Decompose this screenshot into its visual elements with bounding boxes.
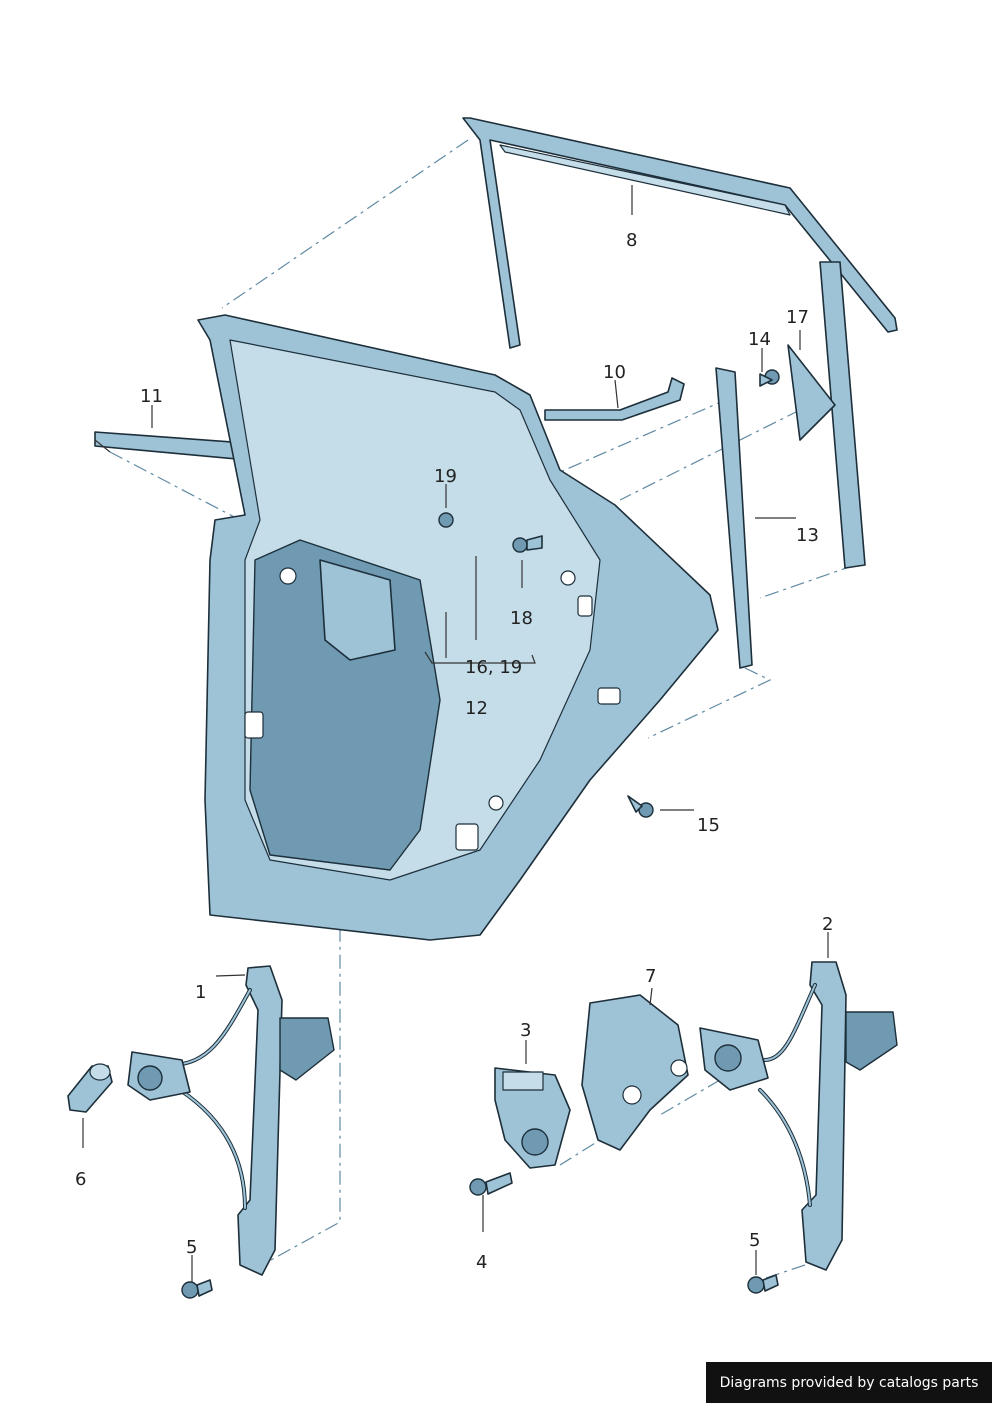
- bolt-5a: [181, 1281, 199, 1299]
- callout-3: 3: [520, 1020, 531, 1041]
- seal-strip: [544, 377, 685, 421]
- bolt-18: [512, 537, 528, 553]
- callout-1: 1: [195, 982, 206, 1003]
- callout-11: 11: [140, 386, 163, 407]
- guide-rail: [715, 367, 753, 669]
- callout-19: 19: [434, 466, 457, 487]
- callout-16-19: 16, 19: [465, 657, 522, 678]
- window-motor: [494, 1067, 571, 1169]
- bolt-4: [469, 1178, 487, 1196]
- callout-7: 7: [645, 966, 656, 987]
- cover-cap: [67, 1063, 113, 1113]
- callout-14: 14: [748, 329, 771, 350]
- callout-5-left: 5: [186, 1237, 197, 1258]
- clip-19: [438, 512, 454, 528]
- callout-10: 10: [603, 362, 626, 383]
- window-regulator-left: [127, 965, 335, 1276]
- callout-13: 13: [796, 525, 819, 546]
- bolt-5b: [747, 1276, 765, 1294]
- callout-8: 8: [626, 230, 637, 251]
- footer-text: Diagrams provided by catalogs parts: [719, 1374, 979, 1391]
- callout-15: 15: [697, 815, 720, 836]
- leader-lines: [82, 185, 829, 1282]
- door-shell: [197, 314, 719, 941]
- callout-5-right: 5: [749, 1230, 760, 1251]
- trim-triangle-rear: [787, 344, 836, 441]
- footer-banner: Diagrams provided by catalogs parts: [706, 1362, 992, 1403]
- control-unit: [581, 994, 689, 1151]
- callout-17: 17: [786, 307, 809, 328]
- callout-12: 12: [465, 698, 488, 719]
- callout-6: 6: [75, 1169, 86, 1190]
- fasteners: [181, 369, 780, 1299]
- window-frame-seal: [462, 117, 898, 569]
- callouts: 8 10 11 14 17 13 19 18 16, 19 12 15 1 2 …: [75, 230, 833, 1273]
- callout-18: 18: [510, 608, 533, 629]
- callout-4: 4: [476, 1252, 487, 1273]
- window-regulator-right: [699, 961, 898, 1271]
- callout-2: 2: [822, 914, 833, 935]
